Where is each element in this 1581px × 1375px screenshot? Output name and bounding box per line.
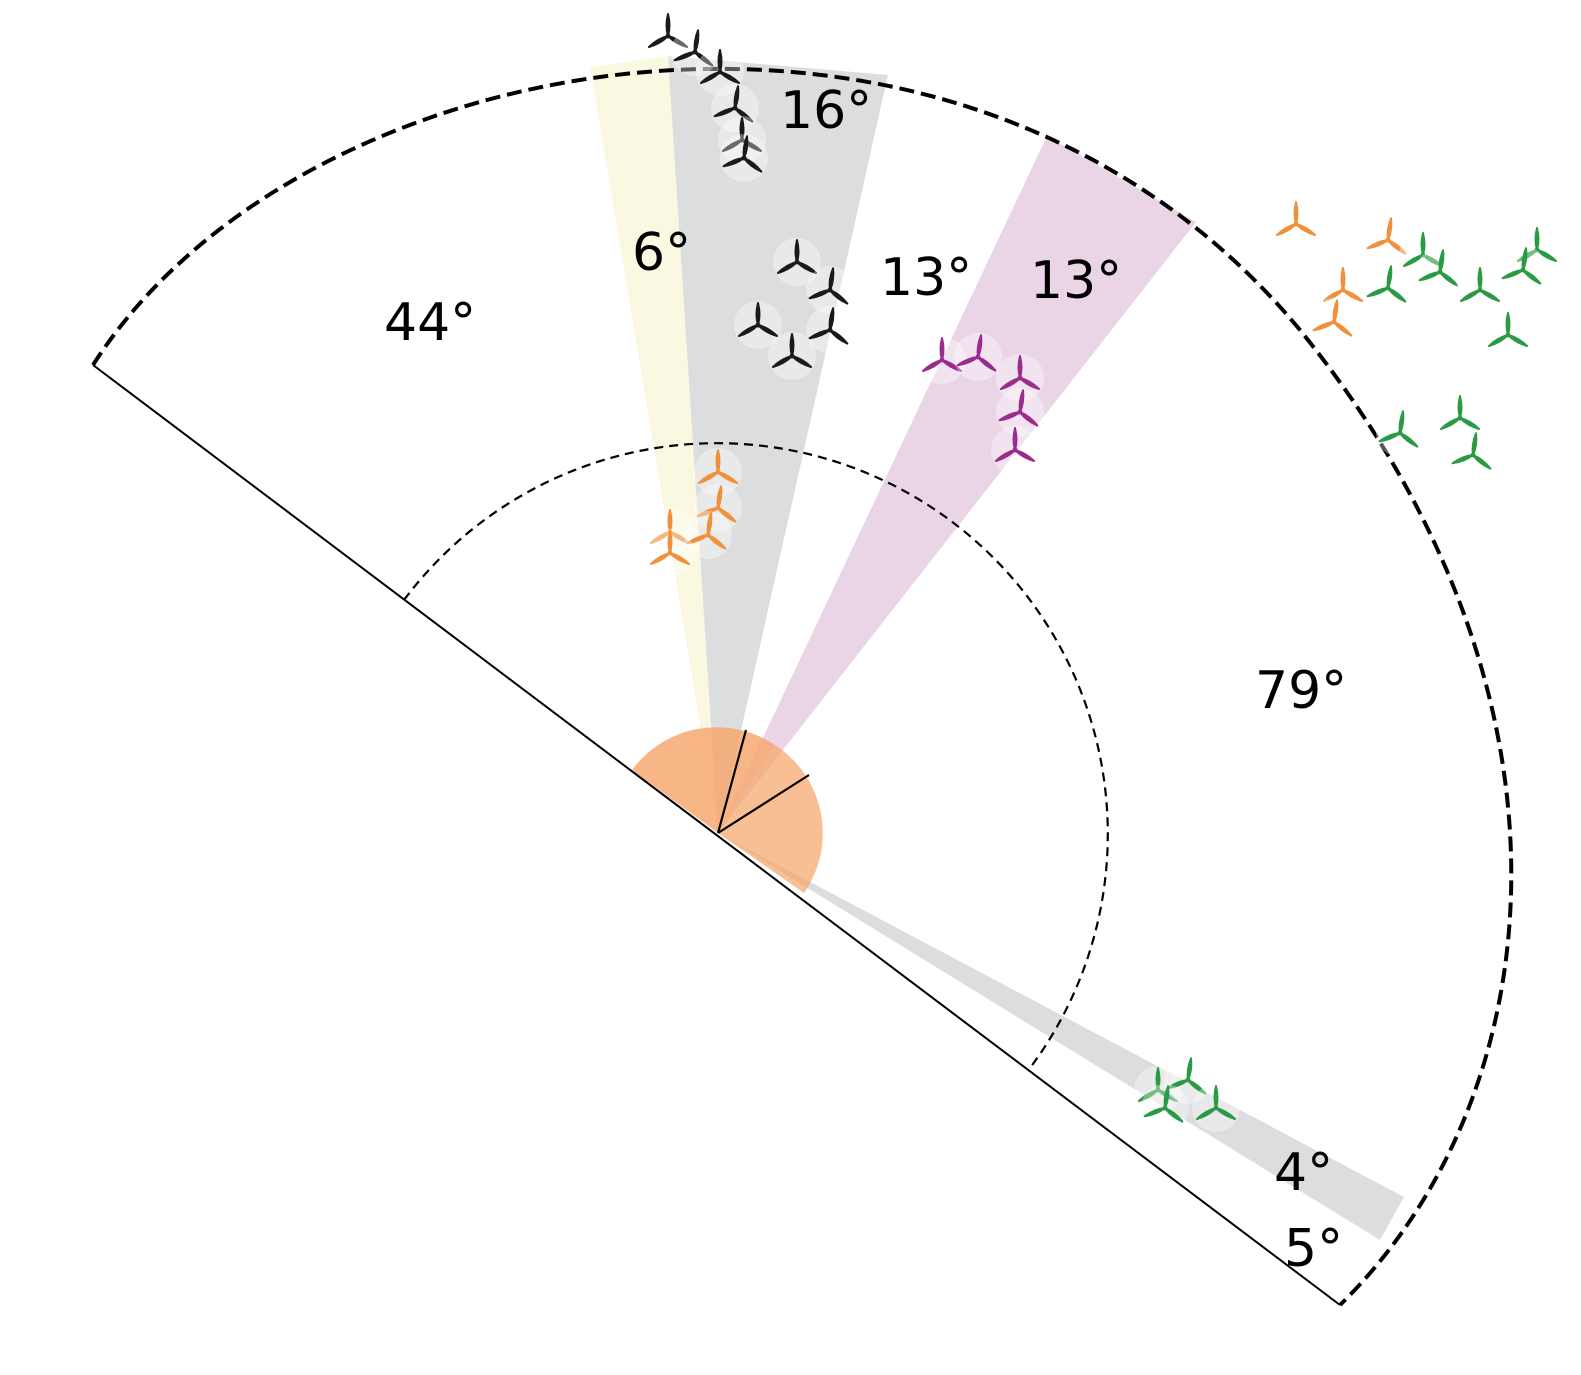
purple-turbine-icon [918, 336, 966, 384]
pink-sector [718, 136, 1196, 833]
purple-turbine-icon [996, 388, 1044, 436]
origin-wedge [632, 727, 823, 893]
green-turbine-icon [1399, 231, 1447, 279]
green-turbine-icon [1436, 394, 1484, 442]
turbines [644, 12, 1561, 1132]
black-turbine-icon [718, 116, 766, 164]
black-turbine-icon [768, 332, 816, 380]
green-turbine-icon [1499, 246, 1547, 294]
shaded-sectors [590, 56, 1404, 1240]
wedge-line-a [716, 729, 748, 834]
purple-turbine-icon [996, 354, 1044, 402]
yellow-sector [590, 56, 718, 833]
black-turbine-icon [773, 238, 821, 286]
green-turbine-icon [1192, 1084, 1240, 1132]
green-turbine-icon [1164, 1056, 1212, 1104]
grey-sector-south [718, 833, 1404, 1240]
black-turbine-icon [696, 48, 744, 96]
black-turbine-icon [734, 301, 782, 349]
green-turbine-icon [1416, 248, 1464, 296]
radial-baseline [92, 364, 1341, 1306]
green-turbine-icon [1484, 311, 1532, 359]
black-turbine-icon [711, 84, 759, 132]
purple-turbine-icon [954, 333, 1002, 381]
angle-labels: 44° 6° 16° 13° 13° 79° 4° 5° [384, 81, 1347, 1279]
orange-turbine-icon [646, 529, 694, 577]
orange-turbine-icon [1319, 266, 1367, 314]
orange-turbine-icon [1310, 298, 1358, 346]
purple-turbine-icon [991, 426, 1039, 474]
black-turbine-icon [806, 306, 854, 354]
green-turbine-icon [1456, 266, 1504, 314]
angle-label-grey-north: 16° [780, 81, 872, 141]
black-turbine-icon [671, 28, 719, 76]
angle-label-south: 5° [1284, 1219, 1343, 1279]
outer-arc [91, 66, 1514, 1307]
angle-label-pink: 13° [1030, 251, 1122, 311]
black-turbine-icon [644, 12, 692, 60]
angle-label-west: 44° [384, 293, 476, 353]
orange-turbine-icon [694, 448, 742, 496]
grey-sector-north [668, 56, 888, 833]
orange-turbine-icon [1272, 200, 1320, 248]
orange-turbine-icon [694, 484, 742, 532]
green-turbine-icon [1376, 409, 1424, 457]
green-turbine-icon [1141, 1084, 1189, 1132]
wedge-line-b [717, 774, 810, 834]
angle-label-east: 79° [1255, 661, 1347, 721]
angle-label-gap: 13° [880, 248, 972, 308]
orange-turbine-icon [1364, 216, 1412, 264]
black-turbine-icon [720, 134, 768, 182]
orange-turbine-icon [684, 511, 732, 559]
angle-label-grey-south: 4° [1274, 1143, 1333, 1203]
green-turbine-icon [1449, 431, 1497, 479]
black-turbine-icon [806, 266, 854, 314]
green-turbine-icon [1364, 264, 1412, 312]
angle-label-yellow: 6° [632, 223, 691, 283]
